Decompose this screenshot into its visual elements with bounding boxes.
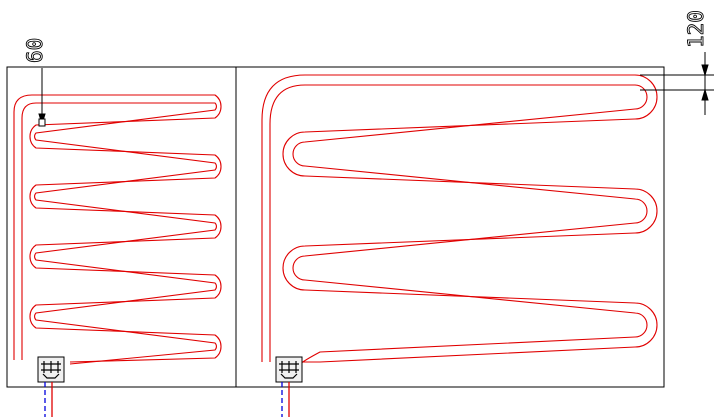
pipe-right: [261, 74, 658, 365]
left-pipe-outer: [13, 94, 222, 363]
manifold-left: [37, 356, 65, 383]
dimension-right-label: 120: [684, 10, 708, 48]
manifold-right: [275, 356, 303, 383]
room-outlines: [6, 66, 665, 388]
dimension-left: 60: [23, 37, 47, 127]
left-pipe-inner: [21, 102, 217, 365]
right-pipe-outer: [261, 74, 658, 363]
room-right: [235, 66, 665, 388]
pipe-left: [13, 94, 222, 365]
manifold-right-valve-icon: [279, 361, 299, 379]
feeds: [44, 382, 290, 417]
manifold-left-valve-icon: [41, 361, 61, 379]
dimension-left-label: 60: [23, 38, 47, 63]
right-pipe-inner: [269, 84, 648, 365]
dimension-right: 120: [640, 10, 714, 115]
